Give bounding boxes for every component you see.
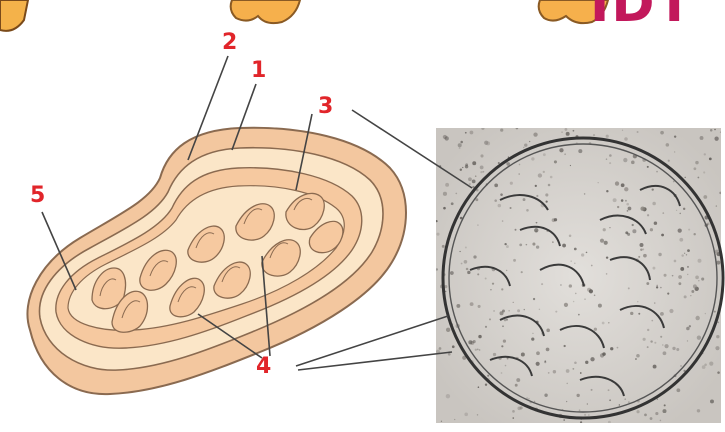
label-cristae: 3 [318,96,333,118]
mitochondrion-drawing [27,128,406,394]
leader-4d [298,352,452,370]
electron-micrograph [435,127,723,424]
label-outer-membrane: 2 [222,32,237,54]
label-inner-membrane: 1 [251,60,266,82]
label-matrix: 5 [30,185,45,207]
cartoon-character-fragment-center [231,0,300,23]
header-title-fragment: ÎDT [590,0,694,30]
cartoon-character-fragment-left [0,0,28,31]
label-intermembrane: 4 [256,356,271,378]
